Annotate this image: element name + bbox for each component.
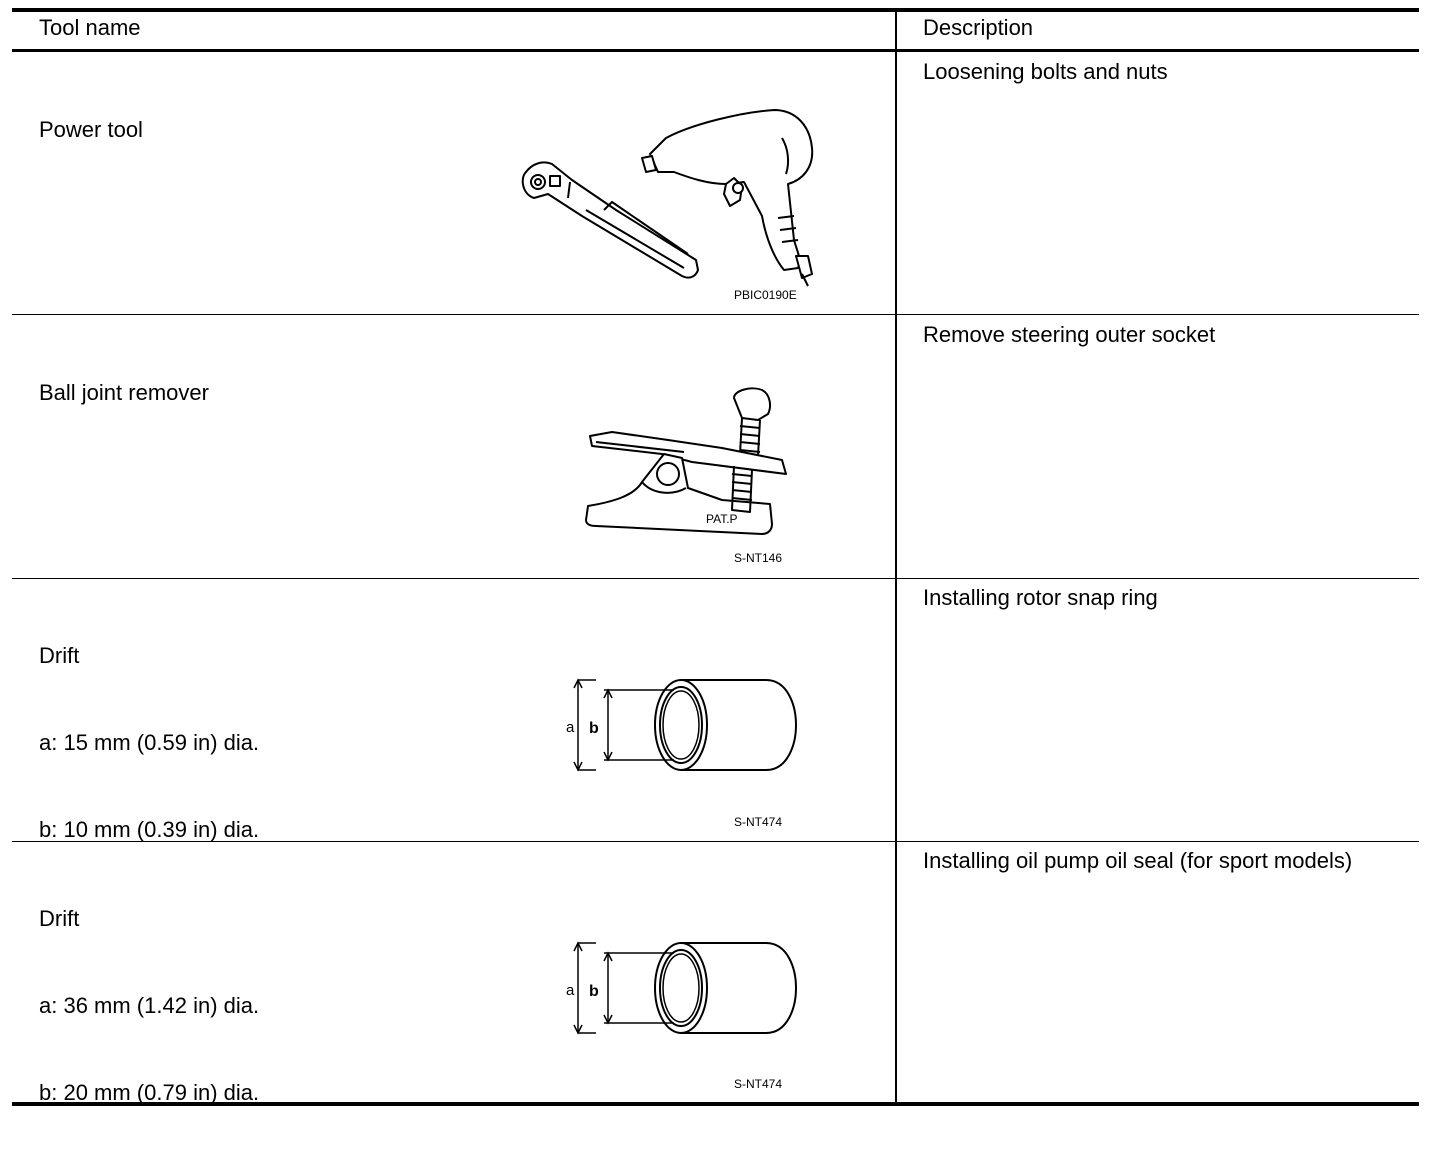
row-divider (12, 841, 1419, 842)
figure-code: S-NT474 (734, 1077, 783, 1091)
dimension-a-label: a (566, 719, 575, 736)
table-bottom-rule (12, 1102, 1419, 1106)
patent-label: PAT.P (706, 512, 738, 526)
row-divider (12, 578, 1419, 579)
row-divider (12, 314, 1419, 315)
dimension-b-label: b (589, 983, 599, 1000)
tool-name: Power tool (39, 117, 143, 142)
tool-name: Drift (39, 906, 80, 931)
column-divider (895, 8, 897, 1106)
tool-name: Ball joint remover (39, 380, 209, 405)
spec-b: b: 20 mm (0.79 in) dia. (39, 1080, 260, 1105)
tool-description: Installing rotor snap ring (923, 585, 1158, 610)
table-row-4-tool: Drift a: 36 mm (1.42 in) dia. b: 20 mm (… (39, 846, 259, 1165)
drift-illustration: a b (566, 941, 798, 1035)
table-top-rule (12, 8, 1419, 12)
table-row-3-tool: Drift a: 15 mm (0.59 in) dia. b: 10 mm (… (39, 583, 259, 902)
spec-b: b: 10 mm (0.39 in) dia. (39, 817, 260, 842)
ball-joint-remover-illustration: PAT.P (585, 387, 787, 535)
tool-description: Remove steering outer socket (923, 322, 1216, 347)
tool-name: Drift (39, 643, 80, 668)
figure-code: S-NT146 (734, 551, 783, 565)
figure-code: S-NT474 (734, 815, 783, 829)
dimension-a-label: a (566, 982, 575, 999)
power-tool-illustration (521, 109, 814, 287)
tool-table: Tool name Description Power tool Looseni… (12, 8, 1419, 1106)
spec-a: a: 36 mm (1.42 in) dia. (39, 993, 260, 1018)
drift-illustration: a b (566, 678, 798, 772)
table-row-2-tool: Ball joint remover (39, 320, 209, 465)
tool-description: Installing oil pump oil seal (for sport … (923, 848, 1353, 873)
figure-code: PBIC0190E (734, 288, 797, 302)
dimension-b-label: b (589, 720, 599, 737)
tool-description: Loosening bolts and nuts (923, 59, 1168, 84)
header-tool-name: Tool name (39, 15, 141, 40)
header-rule (12, 49, 1419, 52)
spec-a: a: 15 mm (0.59 in) dia. (39, 730, 260, 755)
header-description: Description (923, 15, 1034, 40)
table-row-1-tool: Power tool (39, 57, 143, 202)
